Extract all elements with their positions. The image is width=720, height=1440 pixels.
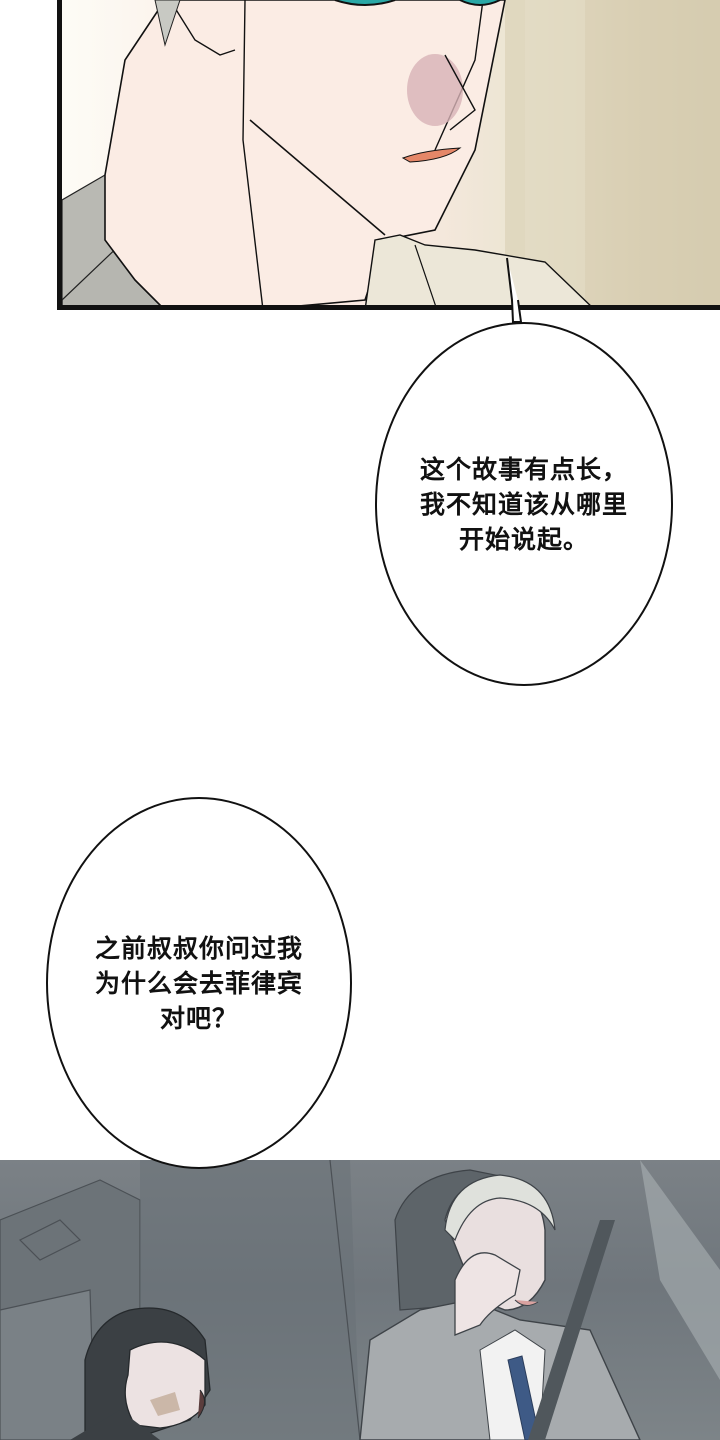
speech-bubble-2: 之前叔叔你问过我 为什么会去菲律宾 对吧？ [46,797,352,1169]
comic-panel-bottom [0,1160,720,1440]
speech-bubble-1: 这个故事有点长， 我不知道该从哪里 开始说起。 [375,322,673,686]
speech-bubble-2-text: 之前叔叔你问过我 为什么会去菲律宾 对吧？ [94,933,303,1033]
car-interior-illustration [0,1160,720,1440]
comic-panel-top [57,0,720,310]
speech-bubble-1-text: 这个故事有点长， 我不知道该从哪里 开始说起。 [419,454,628,554]
blond-man-closeup-illustration [62,0,720,305]
